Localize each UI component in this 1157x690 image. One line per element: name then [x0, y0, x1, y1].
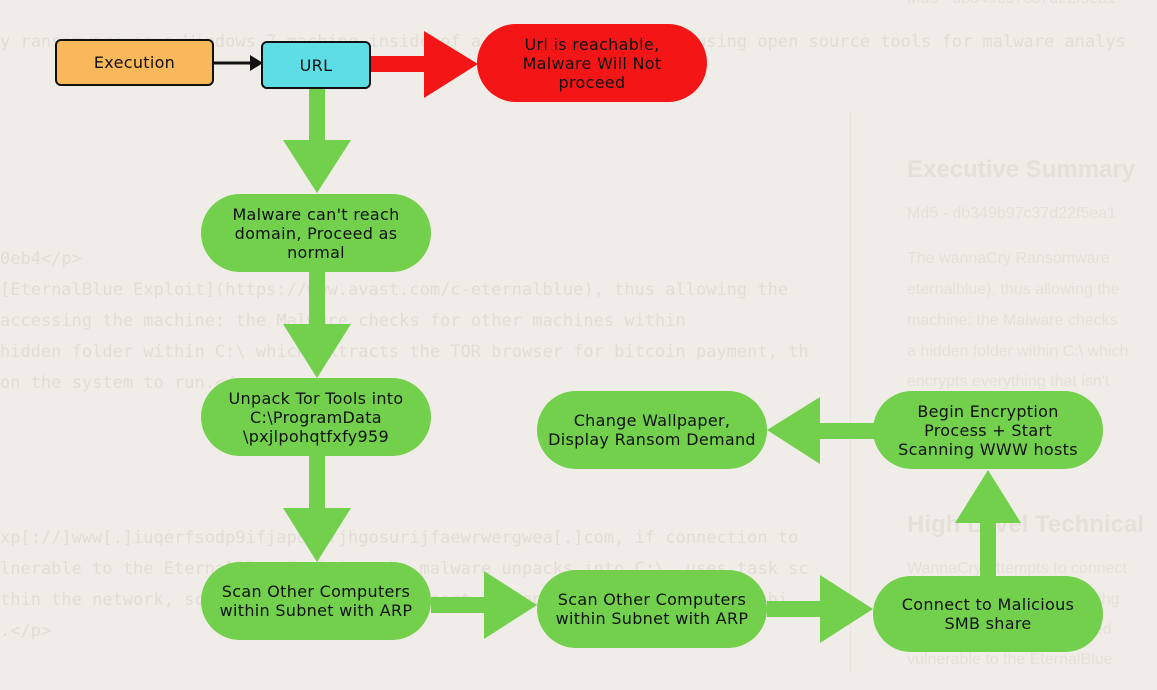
arrow-cantreach-unpack-head [283, 324, 351, 378]
arrow-scan1-scan2 [431, 597, 487, 613]
arrow-encrypt-wallpaper-head [767, 397, 820, 464]
node-url: URL [261, 41, 371, 89]
arrow-url-cantreach-head [283, 140, 351, 193]
node-change-wallpaper: Change Wallpaper, Display Ransom Demand [537, 391, 767, 469]
arrow-url-cantreach [309, 89, 325, 142]
arrow-smb-encrypt [980, 520, 996, 577]
arrow-unpack-scan1 [309, 456, 325, 510]
node-connect-smb: Connect to Malicious SMB share [873, 576, 1103, 652]
arrow-execution-url-head [250, 55, 263, 71]
node-unpack-tor: Unpack Tor Tools into C:\ProgramData \px… [201, 378, 431, 456]
node-execution: Execution [55, 39, 214, 86]
arrow-smb-encrypt-head [955, 470, 1021, 523]
arrow-cantreach-unpack [309, 272, 325, 326]
arrow-scan2-smb [767, 601, 823, 617]
arrow-url-reachable [371, 56, 427, 72]
bg-divider [850, 112, 851, 672]
node-begin-encryption: Begin Encryption Process + Start Scannin… [873, 391, 1103, 469]
node-url-reachable: Url is reachable, Malware Will Not proce… [477, 24, 707, 102]
arrow-scan1-scan2-head [484, 571, 537, 639]
node-cant-reach-domain: Malware can't reach domain, Proceed as n… [201, 194, 431, 272]
arrow-unpack-scan1-head [283, 508, 351, 562]
arrow-encrypt-wallpaper [817, 423, 874, 439]
node-scan-computers-2: Scan Other Computers within Subnet with … [537, 570, 767, 648]
arrow-url-reachable-head [424, 31, 478, 98]
node-scan-computers-1: Scan Other Computers within Subnet with … [201, 562, 431, 640]
arrow-scan2-smb-head [820, 575, 873, 643]
